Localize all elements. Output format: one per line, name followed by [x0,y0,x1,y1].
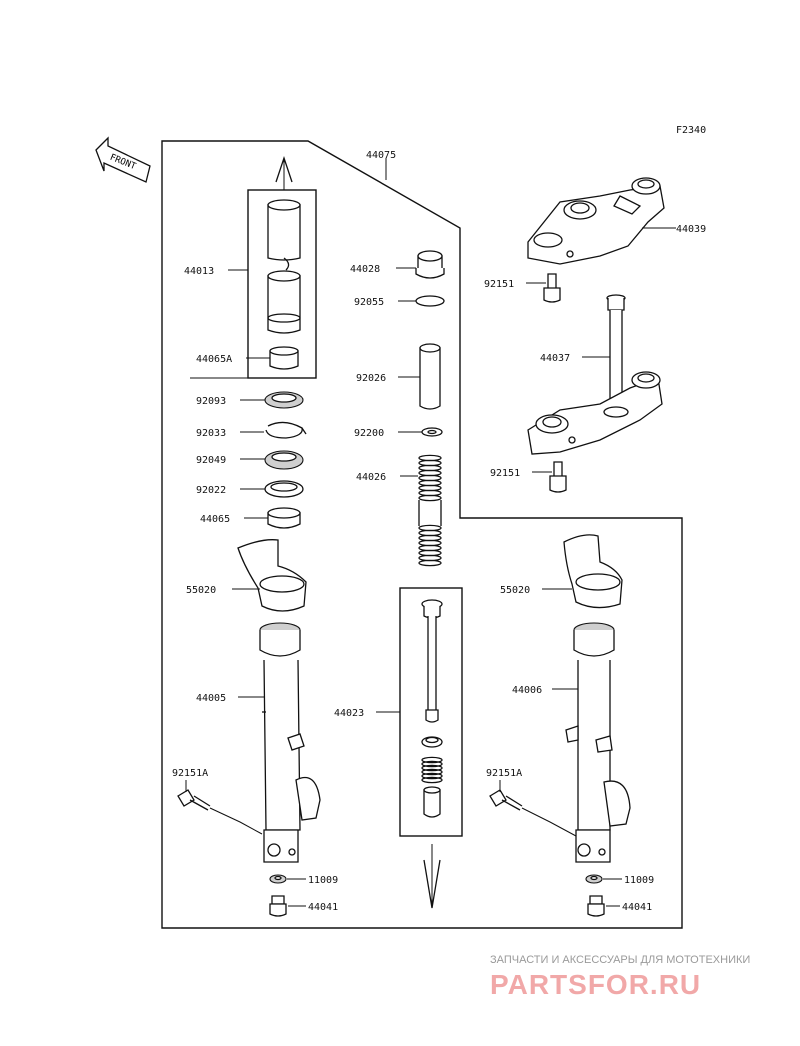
fork-spring [418,454,442,567]
label-44026: 44026 [356,472,386,483]
spring-coil [418,559,442,567]
label-92026: 92026 [356,373,386,384]
cap-bolt [415,250,445,279]
spring-coil [421,764,443,772]
spring-coil [421,760,443,768]
watermark-logo: PARTSFOR.RU [490,969,701,1000]
label-92049: 92049 [196,455,226,466]
fork-guard-left [237,539,307,612]
label-92200: 92200 [354,428,384,439]
label-44041-right: 44041 [622,902,652,913]
label-44013: 44013 [184,266,214,277]
label-44028: 44028 [350,264,380,275]
inner-tube-frame [247,189,317,379]
spring-gap [418,500,442,526]
label-44005: 44005 [196,693,226,704]
label-44041-left: 44041 [308,902,338,913]
circlip [265,421,307,439]
label-55020-left: 55020 [186,585,216,596]
bushing-44065 [267,507,301,529]
front-arrow-icon: FRONT [95,136,151,183]
label-92151a-right: 92151A [486,768,522,779]
spring-coil [418,494,442,502]
label-92033: 92033 [196,428,226,439]
label-92055: 92055 [354,297,384,308]
label-92151-top: 92151 [484,279,514,290]
washer-92200 [421,427,443,437]
label-11009-left: 11009 [308,875,338,886]
gasket-left [269,874,287,884]
bolt-92151a-right [489,789,577,837]
figure-code: F2340 [676,125,706,136]
spring-coil [421,772,443,780]
gasket-right [585,874,603,884]
bushing-44065a [269,346,299,370]
steering-stem [527,294,663,455]
label-55020-right: 55020 [500,585,530,596]
inner-tube [267,155,301,334]
upper-bracket [527,177,665,265]
label-11009-right: 11009 [624,875,654,886]
assembly-arrow-icon [423,844,441,909]
outer-tube-right [565,622,631,863]
label-44065a: 44065A [196,354,232,365]
o-ring [415,295,445,307]
bolt-92151-bottom [549,461,567,493]
bolt-92151-top [543,273,561,303]
label-92151-bottom: 92151 [490,468,520,479]
drain-bolt-left [269,895,287,917]
spring-coil [421,768,443,776]
oil-seal [264,450,304,470]
label-92022: 92022 [196,485,226,496]
label-44023: 44023 [334,708,364,719]
outer-tube-left [259,622,321,863]
bolt-92151a-left [177,789,263,835]
label-92093: 92093 [196,396,226,407]
spring-coil [421,776,443,784]
label-44039: 44039 [676,224,706,235]
label-92151a-left: 92151A [172,768,208,779]
label-44065: 44065 [200,514,230,525]
drain-bolt-right [587,895,605,917]
watermark-tagline: ЗАПЧАСТИ И АКСЕССУАРЫ ДЛЯ МОТОТЕХНИКИ [490,954,750,966]
washer-92022 [264,480,304,498]
fork-guard-right [563,534,623,609]
assembly-frame [161,140,683,929]
label-44037: 44037 [540,353,570,364]
label-44075: 44075 [366,150,396,161]
dust-seal [264,391,304,409]
damper-rod [421,599,443,818]
label-44006: 44006 [512,685,542,696]
spacer-collar [419,343,441,410]
spring-coil [421,756,443,764]
